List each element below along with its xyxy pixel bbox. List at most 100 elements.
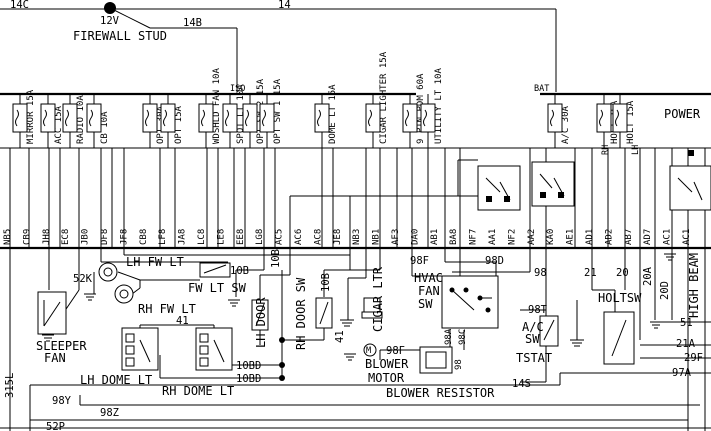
wire-98-lower: 98	[454, 359, 464, 370]
fuse-label: ACC 15A	[54, 105, 64, 144]
fuse-label: DOME LT 15A	[328, 84, 338, 144]
wire-20a: 20A	[642, 266, 654, 286]
fuse-body	[612, 103, 628, 133]
wire-10bd-2: 10BD	[236, 373, 261, 385]
wire-41b: 41	[334, 330, 346, 343]
connector-pin: KA0	[546, 229, 556, 245]
wire-41: 41	[176, 315, 189, 327]
connector-pin: JF8	[119, 229, 129, 245]
connector-pin: DF8	[100, 229, 110, 245]
wire-label-14: 14	[278, 0, 291, 11]
connector-pin: CB9	[22, 229, 32, 245]
fuse: OPT SW 1 15A	[259, 78, 283, 148]
fuse-label: RADIO 10A	[76, 95, 86, 144]
sleeper-fan-switch	[37, 291, 67, 335]
fuse-label: WDSHLD FAN 10A	[212, 68, 222, 144]
fuse-label: SPOT LT 10A	[236, 84, 246, 144]
wire-98a: 98A	[444, 328, 454, 345]
connector-pin: LE8	[216, 229, 226, 245]
wire-29f: 29F	[684, 352, 703, 364]
connector-pin: CB8	[139, 229, 149, 245]
fuse-body	[365, 103, 381, 133]
power-label: POWER	[664, 107, 701, 121]
fuse: UTILITY LT 10A	[420, 68, 444, 148]
lh-door-label: LH DOOR	[254, 297, 268, 348]
wire-labels: 52K 10B 10B 10B 41 41 98F 98D 98 21 20 2…	[4, 145, 703, 431]
wire-98c: 98C	[458, 329, 468, 345]
iso-label: ISO	[230, 84, 245, 94]
lh-dome-lt-label: LH DOME LT	[80, 373, 152, 387]
ground-symbol	[42, 334, 54, 342]
fuse: CB 10A	[86, 94, 110, 148]
wire-20: 20	[616, 267, 629, 279]
lh-fw-lt-label: LH FW LT	[126, 255, 184, 269]
wire-52p: 52P	[46, 421, 65, 431]
motor-label: MOTOR	[368, 371, 405, 385]
wire-21a: 21A	[676, 338, 696, 350]
fuse: HOLT 15A	[612, 94, 636, 148]
connector-pin: AD7	[643, 229, 653, 245]
hvac-fan-switch	[441, 275, 499, 329]
fuse-label: OPT SW 1 15A	[273, 78, 283, 144]
connector-pin: EE8	[236, 229, 246, 245]
connector-pin: JB0	[81, 229, 91, 245]
lh-dome-lamp	[121, 327, 159, 371]
fuse: DOME LT 15A	[314, 84, 338, 148]
fuse-body	[596, 103, 612, 133]
fuse: SPOT LT 10A	[222, 84, 246, 148]
fuse: WDSHLD FAN 10A	[198, 68, 222, 148]
blower-label: BLOWER	[365, 357, 409, 371]
rh-label: RH	[601, 145, 611, 155]
lh-label: LH	[631, 145, 641, 155]
wire-label-12v: 12V	[100, 15, 120, 27]
ground-symbol	[570, 339, 584, 347]
connector-pin: JE8	[333, 229, 343, 245]
wire-label-14c: 14C	[10, 0, 29, 11]
fuse: ACC 15A	[40, 94, 64, 148]
fuse-body	[142, 103, 158, 133]
holtsw-label: HOLTSW	[598, 291, 642, 305]
wire-20d: 20D	[659, 281, 671, 300]
connector-pin: LC8	[197, 229, 207, 245]
fuse: CIGAR LIGHTER 15A	[365, 51, 389, 148]
connector-pin: AC8	[313, 229, 323, 245]
connector-pin: AC5	[275, 229, 285, 245]
connector-pin: JA8	[178, 229, 188, 245]
ac-switch	[539, 315, 559, 347]
fuse-body	[160, 103, 176, 133]
ground-symbol	[340, 319, 354, 327]
connector-pin: AE1	[566, 229, 576, 245]
fuse: A/C 30A	[547, 94, 571, 148]
connector-pin: JH8	[42, 229, 52, 245]
connector-pin: AC6	[294, 229, 304, 245]
wire-21: 21	[584, 267, 597, 279]
wire-14s: 14S	[512, 378, 531, 390]
connector-pin: NF7	[469, 229, 479, 245]
fuse-label: MIRROR 15A	[26, 89, 36, 144]
blower-resistor-label: BLOWER RESISTOR	[386, 386, 495, 400]
connector-pin: AD2	[604, 229, 614, 245]
connector-pin: AB1	[430, 229, 440, 245]
connector-pin: AC1	[682, 229, 692, 245]
wire-98: 98	[534, 267, 547, 279]
fuse-body	[420, 103, 436, 133]
fuse-body	[547, 103, 563, 133]
connector-pin: NB3	[352, 229, 362, 245]
wire-98z: 98Z	[100, 407, 119, 419]
rh-door-switch	[315, 297, 333, 329]
connector-pin: NB1	[372, 229, 382, 245]
lh-fw-lamp	[98, 262, 118, 282]
fuse-body	[259, 103, 275, 133]
connector-pin: AC1	[663, 229, 673, 245]
wire-98f: 98F	[410, 255, 429, 267]
wire-52k: 52K	[73, 273, 93, 285]
fan-label: FAN	[44, 351, 66, 365]
blower-resistor	[419, 346, 453, 374]
fuse: OPT 15A	[160, 94, 184, 148]
rh-fw-lamp	[114, 284, 134, 304]
wire-98d: 98D	[485, 255, 504, 267]
fuse-label: CB 10A	[100, 111, 110, 144]
